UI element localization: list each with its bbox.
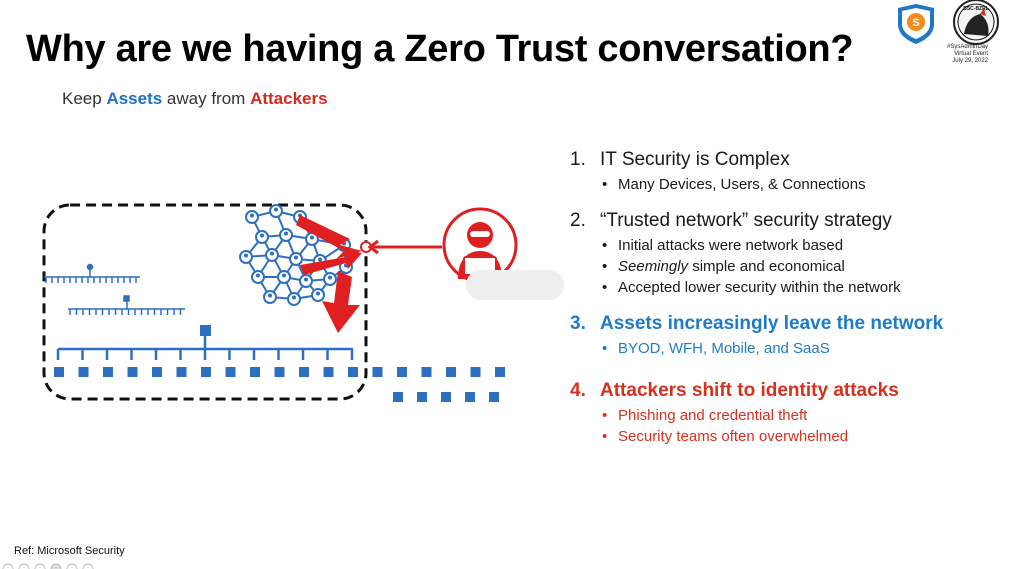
device-square xyxy=(103,367,113,377)
point-1-title: 1.IT Security is Complex xyxy=(570,149,790,170)
device-square xyxy=(225,367,236,377)
user-node-head xyxy=(316,291,320,296)
point-list: 1.IT Security is Complex Many Devices, U… xyxy=(570,148,1010,461)
sysadminday-shield-icon: S xyxy=(898,4,934,44)
toolbar-icon xyxy=(66,563,78,569)
small-org-chart-2 xyxy=(68,295,185,315)
point-4: 4.Attackers shift to identity attacks Ph… xyxy=(570,379,1010,447)
event-type: Virtual Event xyxy=(954,51,988,57)
user-node-head xyxy=(284,231,288,236)
subtitle-assets: Assets xyxy=(106,89,163,108)
point-2-bullets: Initial attacks were network based Seemi… xyxy=(600,235,1010,298)
device-square xyxy=(54,367,64,377)
device-square xyxy=(446,367,456,377)
event-logos: S BSC-BZRL xyxy=(898,0,999,45)
reference-note: Ref: Microsoft Security xyxy=(14,545,125,557)
device-square xyxy=(495,367,505,377)
subtitle-prefix: Keep xyxy=(62,89,107,108)
user-mesh-cluster xyxy=(239,204,353,306)
device-square xyxy=(489,392,499,402)
point-4-bullets: Phishing and credential theft Security t… xyxy=(600,405,1010,447)
device-square xyxy=(250,367,260,377)
user-node-head xyxy=(294,255,298,260)
small-org-chart-1 xyxy=(44,263,140,283)
gray-pill-shape xyxy=(466,270,564,300)
device-square xyxy=(441,392,451,402)
user-node-head xyxy=(318,257,322,262)
toolbar-icon xyxy=(50,563,62,569)
device-square xyxy=(465,392,475,402)
device-square xyxy=(152,367,162,377)
device-square xyxy=(299,367,309,377)
event-caption: #SysAdminDay Virtual Event July 29, 2022 xyxy=(920,44,988,65)
device-square xyxy=(397,367,407,377)
device-square xyxy=(421,367,432,377)
bullet: Accepted lower security within the netwo… xyxy=(600,277,1010,298)
device-square xyxy=(274,367,285,377)
user-node-head xyxy=(244,253,248,258)
device-square xyxy=(127,367,138,377)
user-node-head xyxy=(256,273,260,278)
user-node-head xyxy=(268,293,272,298)
point-2: 2.“Trusted network” security strategy In… xyxy=(570,209,1010,298)
toolbar-icon xyxy=(18,563,30,569)
device-square xyxy=(323,367,334,377)
point-2-title: 2.“Trusted network” security strategy xyxy=(570,210,892,231)
event-date: July 29, 2022 xyxy=(952,58,988,64)
event-hashtag: #SysAdminDay xyxy=(946,44,988,50)
bullet: Phishing and credential theft xyxy=(600,405,1010,426)
attack-arrows xyxy=(296,215,362,333)
slide-toolbar[interactable] xyxy=(0,561,130,569)
slide-title: Why are we having a Zero Trust conversat… xyxy=(26,28,854,70)
point-1: 1.IT Security is Complex Many Devices, U… xyxy=(570,148,1010,195)
device-square xyxy=(348,367,358,377)
point-3-title: 3.Assets increasingly leave the network xyxy=(570,313,944,334)
toolbar-icon xyxy=(34,563,46,569)
bsc-bzrl-badge-icon xyxy=(953,0,999,45)
bullet: Initial attacks were network based xyxy=(600,235,1010,256)
point-1-bullets: Many Devices, Users, & Connections xyxy=(600,174,1010,195)
user-node-head xyxy=(274,207,278,212)
slide-subtitle: Keep Assets away from Attackers xyxy=(62,89,328,109)
toolbar-icon xyxy=(2,563,14,569)
point-3: 3.Assets increasingly leave the network … xyxy=(570,312,1010,359)
device-squares xyxy=(54,367,505,402)
device-square xyxy=(417,392,427,402)
device-square xyxy=(176,367,187,377)
subtitle-middle: away from xyxy=(162,89,251,108)
subtitle-attackers: Attackers xyxy=(250,89,328,108)
user-node-head xyxy=(260,233,264,238)
user-node-head xyxy=(270,251,274,256)
device-square xyxy=(201,367,211,377)
bullet: Many Devices, Users, & Connections xyxy=(600,174,1010,195)
user-node-head xyxy=(328,275,332,280)
bullet: Security teams often overwhelmed xyxy=(600,426,1010,447)
partner-badge-text: BSC-BZRL xyxy=(963,6,989,12)
user-node-head xyxy=(250,213,254,218)
large-org-chart xyxy=(56,325,354,360)
user-node-head xyxy=(282,273,286,278)
bullet-italic-word: Seemingly xyxy=(618,258,689,275)
device-square xyxy=(393,392,403,402)
user-node-head xyxy=(310,235,314,240)
attacker-link xyxy=(360,239,442,255)
user-node-head xyxy=(292,295,296,300)
trusted-network-boundary xyxy=(42,203,368,401)
svg-text:S: S xyxy=(912,17,919,29)
device-square xyxy=(470,367,481,377)
user-node-head xyxy=(304,277,308,282)
toolbar-icon xyxy=(82,563,94,569)
network-diagram xyxy=(42,203,518,402)
point-4-title: 4.Attackers shift to identity attacks xyxy=(570,380,899,401)
bullet: Seemingly simple and economical xyxy=(600,256,1010,277)
point-3-bullets: BYOD, WFH, Mobile, and SaaS xyxy=(600,338,1010,359)
device-square xyxy=(372,367,383,377)
device-square xyxy=(78,367,89,377)
bullet: BYOD, WFH, Mobile, and SaaS xyxy=(600,338,1010,359)
